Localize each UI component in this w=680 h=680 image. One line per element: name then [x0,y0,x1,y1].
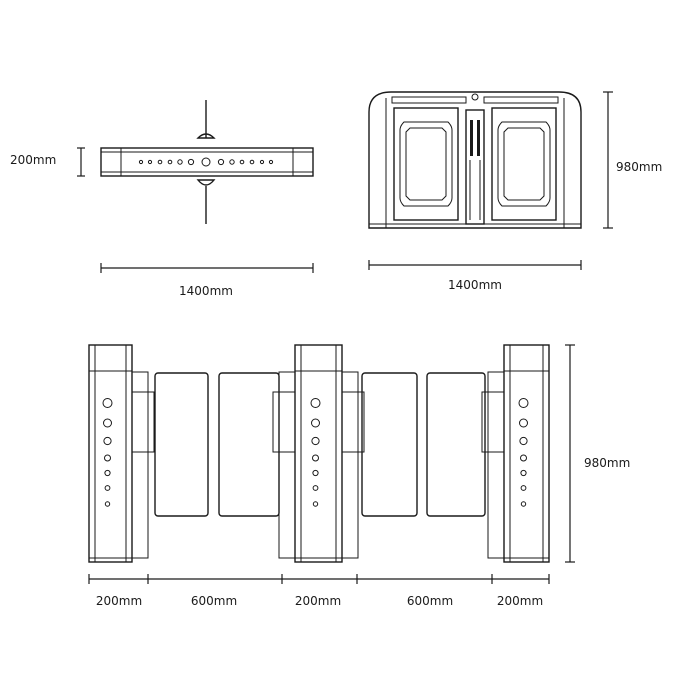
width-label: 1400mm [179,284,233,298]
sensor-dot [103,436,112,446]
sensor-dot [217,158,225,166]
sensor-dot [103,418,112,428]
cabinet-3 [481,344,550,563]
sensor-dot [104,469,111,477]
cabinet-1 [88,344,155,563]
side-housing-right [341,371,359,559]
sensor-dot [177,159,183,165]
sensor-dot [104,454,111,462]
sensor-dot [518,398,529,408]
front-outline [368,91,582,229]
sensor-dot [201,157,211,167]
sensor-dot [311,436,320,446]
gate-hinge-top [196,133,216,139]
sensor-dot [520,485,527,491]
center-post-slot-left [470,120,473,156]
top-view: 200mm 1400mm [10,100,314,298]
hinge-block-left [272,391,296,453]
sensor-dot [147,159,153,165]
sensor-dot [229,159,235,165]
sensor-dot [520,454,527,462]
sensor-dot [312,454,319,462]
left-panel-inset [399,121,453,207]
sensor-dot [312,469,319,477]
sensor-dot [167,159,173,165]
top-rail-right [483,96,559,104]
sensor-dot [519,436,528,446]
side-housing-left [487,371,505,559]
segment-label-5: 200mm [497,594,543,608]
cabinet-2 [272,344,365,563]
right-glass-panel [491,107,557,221]
hinge-block-right [131,391,155,453]
sensor-dot [102,398,113,408]
segment-label-1: 200mm [96,594,142,608]
hinge-block-left [481,391,505,453]
hinge-block-right [341,391,365,453]
center-post [465,109,485,225]
glass-wing-4 [426,372,486,517]
cabinet-outline [503,344,550,563]
sensor-dot [312,501,319,507]
right-panel-inset [497,121,551,207]
top-rail-center-fixture [471,93,479,101]
sensor-dot [157,159,163,165]
side-housing-left [278,371,296,559]
depth-label: 200mm [10,153,56,167]
gate-hinge-bottom [196,179,216,186]
sensor-dot [138,159,144,165]
top-rail-left [391,96,467,104]
glass-wing-3 [361,372,418,517]
sensor-dot [104,485,111,491]
sensor-dot [268,159,274,165]
segment-label-2: 600mm [191,594,237,608]
sensor-dot [239,159,245,165]
sensor-dot [104,501,111,507]
front-width-label: 1400mm [448,278,502,292]
segment-label-3: 200mm [295,594,341,608]
glass-wing-1 [154,372,209,517]
sensor-dot [249,159,255,165]
left-glass-panel [393,107,459,221]
front-view: 980mm 1400mm [368,91,662,292]
sensor-dot [520,501,527,507]
sensor-dot [519,418,528,428]
sensor-dot-row [138,157,274,167]
side-housing-right [131,371,149,559]
center-post-slot-right [477,120,480,156]
cabinet-outline [294,344,343,563]
sensor-dot [520,469,527,477]
side-view: 980mm 200mm 600mm 200mm 600mm 200mm [88,344,630,608]
side-height-label: 980mm [584,456,630,470]
sensor-dot [187,158,195,166]
cabinet-plan-outline [100,147,314,177]
sensor-dot [312,485,319,491]
front-height-label: 980mm [616,160,662,174]
sensor-dot [310,398,321,408]
sensor-dot [311,418,320,428]
segment-label-4: 600mm [407,594,453,608]
sensor-dot [259,159,265,165]
glass-wing-2 [218,372,280,517]
